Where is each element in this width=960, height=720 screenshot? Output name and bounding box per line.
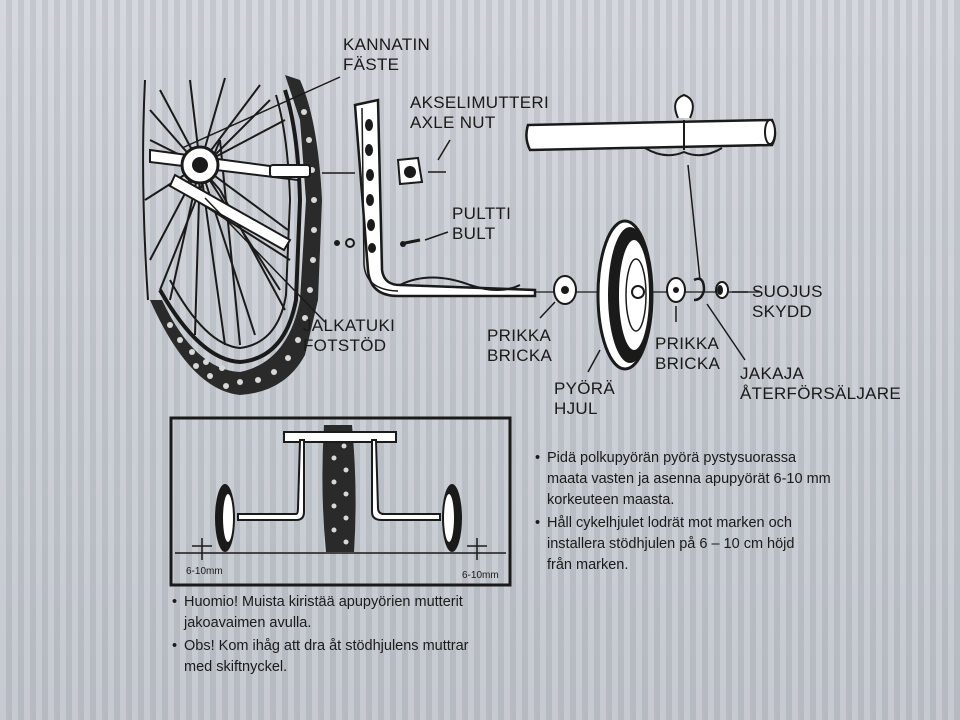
measurement-left: 6-10mm	[186, 566, 223, 577]
bullet: •	[535, 515, 541, 531]
axle-nut-illustration	[396, 139, 451, 186]
instruction-text-fi: Pidä polkupyörän pyörä pystysuorassa maa…	[547, 450, 831, 508]
instruction-item: • Obs! Kom ihåg att dra åt stödhjulens m…	[172, 636, 532, 678]
wrench-illustration	[525, 93, 777, 157]
bullet: •	[172, 638, 178, 654]
instructions-left: • Huomio! Muista kiristää apupyörien mut…	[172, 592, 532, 680]
instruction-item: • Pidä polkupyörän pyörä pystysuorassa m…	[535, 448, 915, 511]
bullet: •	[172, 594, 178, 610]
instruction-item: • Håll cykelhjulet lodrät mot marken och…	[535, 513, 915, 576]
training-wheel-illustration	[587, 219, 654, 373]
bracket-illustration	[334, 98, 537, 298]
instruction-text-sv: Håll cykelhjulet lodrät mot marken och i…	[547, 515, 795, 573]
bolt-illustration	[400, 231, 449, 247]
washer-left-illustration	[539, 275, 577, 319]
instruction-item: • Huomio! Muista kiristää apupyörien mut…	[172, 592, 532, 634]
bicycle-wheel-illustration	[142, 75, 322, 395]
washer-right-illustration	[666, 277, 686, 322]
cotter-pin-illustration	[687, 164, 748, 361]
bullet: •	[535, 450, 541, 466]
warning-text-fi: Huomio! Muista kiristää apupyörien mutte…	[184, 594, 463, 631]
instructions-right: • Pidä polkupyörän pyörä pystysuorassa m…	[535, 448, 915, 578]
warning-text-sv: Obs! Kom ihåg att dra åt stödhjulens mut…	[184, 638, 469, 675]
measurement-right: 6-10mm	[462, 570, 499, 581]
rear-view-inset	[169, 416, 512, 587]
